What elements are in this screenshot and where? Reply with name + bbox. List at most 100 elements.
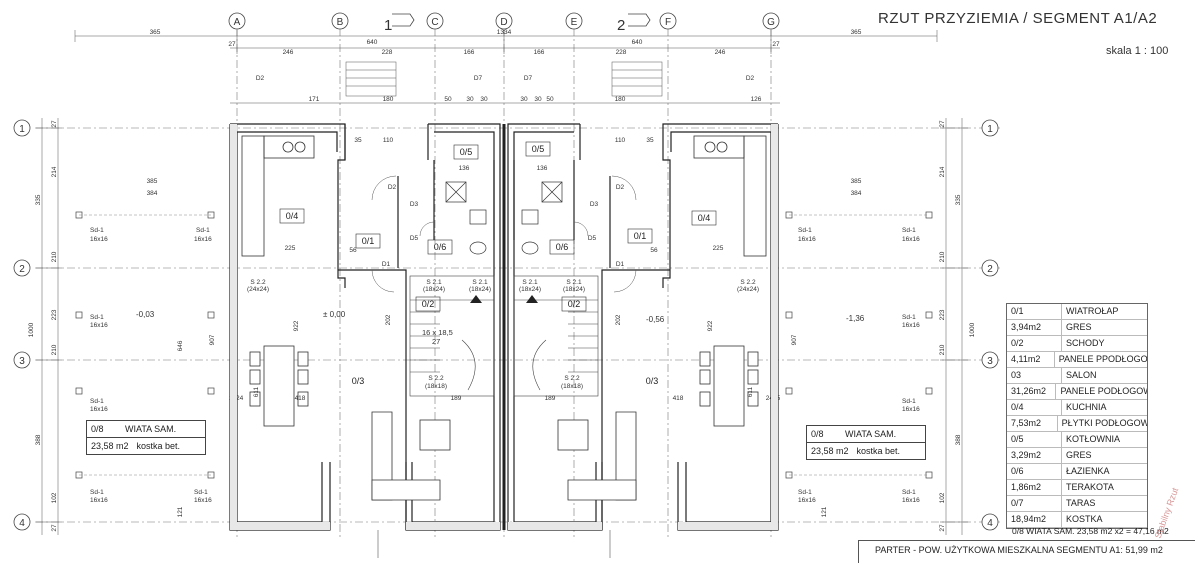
door-tag-d5: D5 (588, 235, 597, 242)
room-label-0-3-right: 0/3 (646, 376, 659, 386)
dim-922-left: 922 (293, 320, 300, 331)
walls-segment-a2 (507, 123, 779, 531)
column-tag: Sd-1 (90, 489, 104, 496)
axis-label-4-right: 4 (987, 518, 993, 529)
axis-label-f: F (665, 17, 671, 28)
dim-row3b-30a: 30 (466, 96, 474, 103)
carport-summary: 0/8 WIATA SAM. 23,58 m2 x2 = 47,16 m2 (1012, 526, 1169, 536)
left-dimension-lines (36, 118, 62, 535)
dim-row3-180a: 180 (383, 96, 394, 103)
door-tag-d7: D7 (474, 75, 483, 82)
door-tag-d1: D1 (616, 261, 625, 268)
legend-room-name: TARAS (1066, 498, 1096, 508)
dim-136-left: 136 (459, 165, 470, 172)
dim-384-left: 384 (147, 190, 158, 197)
drawing-scale: skala 1 : 100 (1106, 45, 1169, 57)
window-tag-s22b: S 2.2 (740, 279, 756, 286)
level-mark-left-carport: -0,03 (136, 310, 155, 319)
axis-number-bubbles (13, 119, 999, 531)
carport-id: 0/8 (91, 424, 104, 434)
drawing-title: RZUT PRZYZIEMIA / SEGMENT A1/A2 (878, 10, 1158, 27)
column-size: 16x16 (194, 236, 212, 243)
column-size: 16x16 (90, 406, 108, 413)
dim-384-right: 384 (851, 190, 862, 197)
column-tag: Sd-1 (902, 489, 916, 496)
footer-area-box: PARTER - POW. UŻYTKOWA MIESZKALNA SEGMEN… (858, 540, 1195, 563)
dim-left-388: 388 (35, 434, 42, 445)
window-size-s21: (18x24) (519, 286, 541, 293)
room-label-0-6-left: 0/6 (434, 242, 447, 252)
dim-189-right: 189 (545, 395, 556, 402)
door-tag-d2: D2 (616, 184, 625, 191)
axis-label-c: C (431, 17, 438, 28)
carport-area: 23,58 m2 (91, 441, 129, 451)
dim-202-right: 202 (615, 314, 622, 325)
dim-right-1000: 1000 (969, 322, 976, 337)
dim-611-right: 611 (747, 386, 754, 397)
room-label-boxes (279, 141, 717, 312)
column-tag: Sd-1 (902, 398, 916, 405)
legend-room-area: 7,53m2 (1007, 416, 1058, 431)
dim-121-left: 121 (177, 506, 184, 517)
column-tag: Sd-1 (90, 314, 104, 321)
column-size: 16x16 (798, 236, 816, 243)
dim-row2-246a: 246 (283, 49, 294, 56)
legend-room-floor: PANELE PPODŁOGOWE (1058, 354, 1147, 364)
dim-top-640-left: 640 (367, 39, 378, 46)
dim-418-left: 418 (295, 395, 306, 402)
section-mark-2: 2 (617, 17, 625, 34)
entrance-steps (345, 61, 663, 97)
axis-label-e: E (571, 17, 578, 28)
legend-room-name: KOTŁOWNIA (1066, 434, 1121, 444)
legend-room-id: 0/6 (1007, 464, 1062, 479)
legend-room-area: 1,86m2 (1007, 480, 1062, 495)
dim-row2-166b: 166 (534, 49, 545, 56)
dim-35-left: 35 (354, 137, 362, 144)
axis-label-3-left: 3 (19, 356, 25, 367)
window-size-s21: (18x24) (423, 286, 445, 293)
window-tag-s22: S 2.2 (564, 375, 580, 382)
dim-left-210a: 210 (51, 251, 58, 262)
door-tag-d3: D3 (590, 201, 599, 208)
level-mark-floor: ± 0,00 (323, 310, 346, 319)
dim-row2-228a: 228 (382, 49, 393, 56)
legend-room-floor: PŁYTKI PODŁOGOWE (1061, 418, 1147, 428)
dim-189-left: 189 (451, 395, 462, 402)
dim-row2-27a: 27 (228, 41, 236, 48)
axis-label-d: D (500, 17, 507, 28)
dim-922-right: 922 (707, 320, 714, 331)
column-tag: Sd-1 (90, 398, 104, 405)
carport-beam-lines (79, 214, 929, 476)
column-size: 16x16 (902, 406, 920, 413)
dim-611-left: 611 (253, 386, 260, 397)
dim-row3-50b: 50 (546, 96, 554, 103)
axis-label-2-left: 2 (19, 264, 25, 275)
dim-left-223: 223 (51, 309, 58, 320)
axis-letter-bubbles (228, 12, 780, 30)
walls-segment-a1 (229, 123, 501, 531)
window-size-s21: (18x24) (469, 286, 491, 293)
column-size: 16x16 (798, 497, 816, 504)
legend-room-area: 3,29m2 (1007, 448, 1062, 463)
column-tag: Sd-1 (90, 227, 104, 234)
column-tag: Sd-1 (902, 314, 916, 321)
sofas (371, 411, 637, 501)
carport-name: WIATA SAM. (845, 429, 897, 439)
dim-left-27b: 27 (51, 524, 58, 532)
dim-202-left: 202 (385, 314, 392, 325)
dim-row3-50a: 50 (444, 96, 452, 103)
door-tag-d7: D7 (524, 75, 533, 82)
stair-size: 16 x 18,5 (422, 328, 453, 337)
room-label-0-4-left: 0/4 (286, 211, 299, 221)
dim-right-223: 223 (939, 309, 946, 320)
dim-110-right: 110 (615, 137, 626, 144)
